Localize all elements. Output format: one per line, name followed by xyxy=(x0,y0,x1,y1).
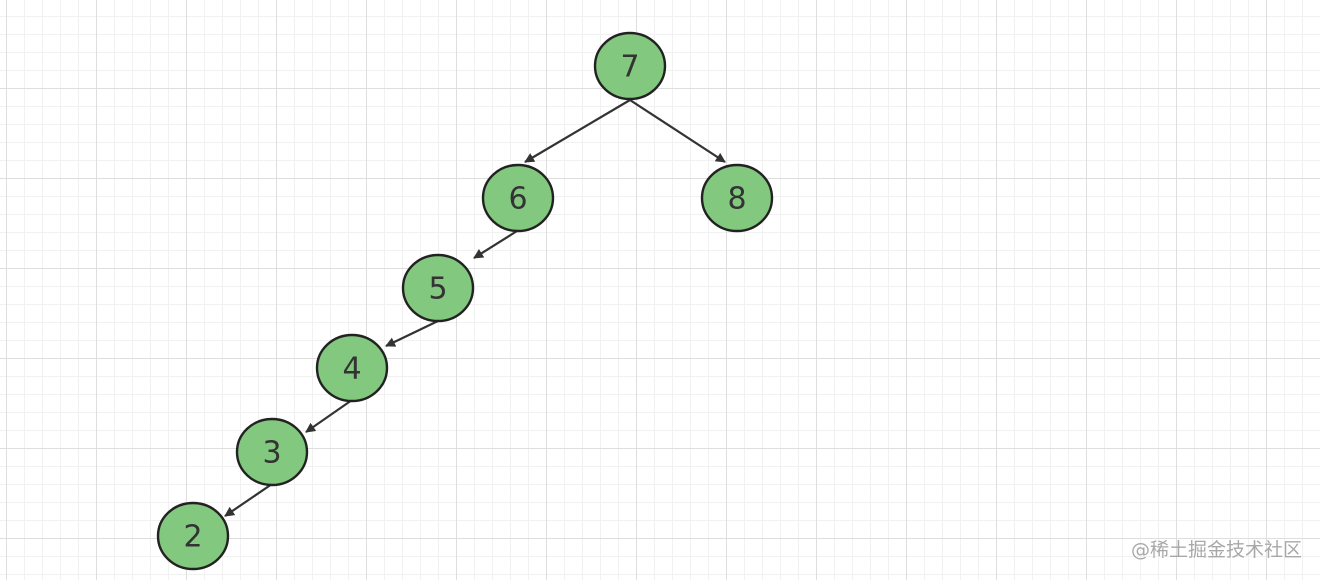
node-label: 4 xyxy=(342,352,361,387)
edge-4-3 xyxy=(305,399,353,433)
tree-node-7: 7 xyxy=(593,31,667,101)
tree-node-4: 4 xyxy=(315,333,389,403)
node-label: 7 xyxy=(620,50,639,85)
tree-node-8: 8 xyxy=(700,163,774,233)
node-label: 2 xyxy=(183,520,202,555)
tree-node-3: 3 xyxy=(235,417,309,487)
edge-7-6 xyxy=(524,99,631,163)
edge-6-5 xyxy=(473,230,518,259)
node-label: 3 xyxy=(262,436,281,471)
tree-node-2: 2 xyxy=(156,501,230,571)
tree-node-6: 6 xyxy=(481,163,555,233)
node-label: 5 xyxy=(428,272,447,307)
edge-7-8 xyxy=(629,99,726,163)
node-label: 6 xyxy=(508,182,527,217)
watermark: @稀土掘金技术社区 xyxy=(1130,539,1302,561)
tree-node-5: 5 xyxy=(401,253,475,323)
node-label: 8 xyxy=(727,182,746,217)
edge-3-2 xyxy=(224,483,273,517)
edge-5-4 xyxy=(385,320,439,347)
